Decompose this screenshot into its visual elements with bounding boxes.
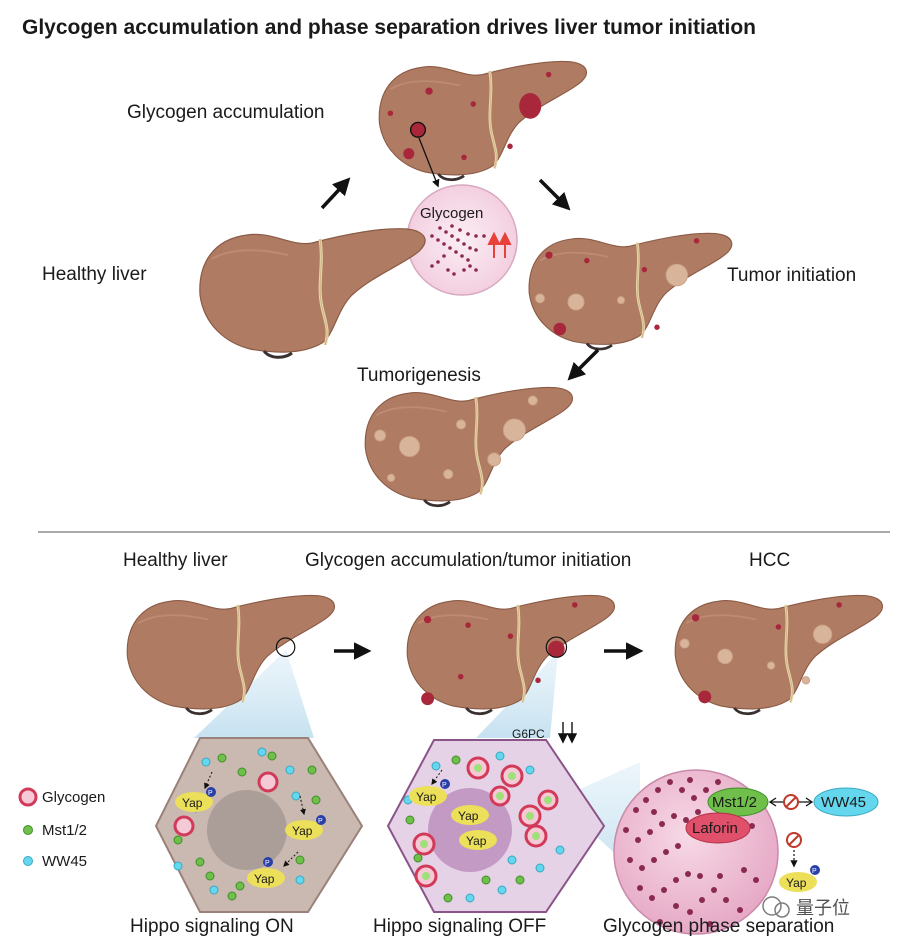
yap-phosphorylated: Yap P (779, 865, 820, 892)
glycogen-bubble: Glycogen (406, 184, 518, 296)
figure-title: Glycogen accumulation and phase separati… (22, 16, 756, 39)
tumorigenesis-nodules (374, 395, 538, 482)
liver-glycogen-accumulation (377, 60, 588, 182)
legend-glycogen-label: Glycogen (42, 789, 105, 806)
legend-mst-label: Mst1/2 (42, 822, 87, 839)
g6pc-label: G6PC (512, 727, 545, 741)
svg-text:Yap: Yap (254, 872, 275, 886)
glycogen-granules-cell2 (412, 756, 559, 888)
liver-tumor-initiation (527, 231, 734, 351)
laforin-pill: Laforin (685, 812, 751, 844)
stage-label-accumulation: Glycogen accumulation/tumor initiation (305, 550, 631, 571)
glycogen-chain-icon (430, 224, 486, 276)
legend-ww45-icon (23, 856, 33, 866)
svg-text:P: P (208, 790, 213, 797)
mst-pill: Mst1/2 (707, 787, 769, 817)
legend-glycogen-icon (18, 787, 38, 807)
svg-text:Yap: Yap (182, 796, 203, 810)
svg-text:P: P (442, 782, 447, 789)
svg-text:Laforin: Laforin (692, 820, 738, 837)
glycogen-bubble-label: Glycogen (420, 205, 483, 222)
yap-cell1-a: Yap P (175, 787, 216, 812)
phase-separation-circle: Mst1/2 Laforin (613, 769, 779, 935)
svg-text:Yap: Yap (466, 834, 487, 848)
arrow-initiation-to-tumorigenesis (567, 348, 600, 381)
yap-cell2-a: Yap P (409, 779, 450, 806)
stage-label-healthy: Healthy liver (123, 550, 228, 571)
caption-hippo-on: Hippo signaling ON (130, 916, 294, 937)
glycogen-granules-cell1 (173, 771, 279, 837)
glycogen-lesions (387, 71, 552, 161)
increase-arrows-icon (487, 231, 512, 258)
label-tumorigenesis: Tumorigenesis (357, 365, 481, 386)
watermark-text: 量子位 (796, 898, 850, 919)
svg-text:P: P (265, 860, 270, 867)
liver-tumorigenesis (363, 386, 574, 508)
svg-text:Yap: Yap (416, 790, 437, 804)
liver-accumulation-bottom (405, 594, 616, 716)
svg-text:P: P (318, 818, 323, 825)
label-tumor-initiation: Tumor initiation (727, 265, 856, 286)
caption-hippo-off: Hippo signaling OFF (373, 916, 546, 937)
arrow-healthy-to-accumulation (320, 177, 351, 210)
ww45-dots-cell2 (403, 751, 565, 903)
svg-text:Yap: Yap (458, 809, 479, 823)
decrease-arrows-icon (557, 722, 578, 744)
cell-hippo-off: Yap P Yap Yap (386, 739, 606, 913)
cell-hippo-on: Yap P Yap P Yap P (154, 737, 364, 913)
arrow-accumulation-to-initiation (538, 178, 571, 211)
liver-healthy (198, 227, 427, 359)
svg-text:Yap: Yap (786, 876, 807, 890)
tumor-initiation-lesions (545, 238, 700, 336)
svg-text:WW45: WW45 (821, 794, 866, 811)
svg-text:P: P (812, 868, 817, 875)
ww45-pill: WW45 (813, 787, 879, 817)
label-glycogen-accumulation: Glycogen accumulation (127, 102, 325, 123)
yap-cell2-c: Yap (459, 830, 497, 850)
yap-cell1-c: Yap P (247, 857, 285, 888)
legend: Glycogen Mst1/2 WW45 (18, 787, 105, 870)
svg-text:Mst1/2: Mst1/2 (712, 794, 757, 811)
liver-hcc-bottom (673, 594, 884, 716)
mst-dots-cell2 (405, 755, 525, 903)
legend-mst-icon (23, 825, 33, 835)
mst-dots-cell1 (173, 751, 321, 901)
yap-cell2-b: Yap (451, 805, 489, 825)
watermark: 量子位 (762, 896, 850, 919)
block-icon-1 (783, 794, 799, 810)
caption-phase-separation: Glycogen phase separation (603, 916, 834, 937)
yap-cell1-b: Yap P (285, 815, 326, 840)
zoom-beam-healthy (194, 650, 314, 738)
block-icon-2 (786, 832, 802, 848)
label-healthy-liver: Healthy liver (42, 264, 147, 285)
liver-healthy-bottom (125, 594, 336, 716)
svg-text:Yap: Yap (292, 824, 313, 838)
legend-ww45-label: WW45 (42, 853, 87, 870)
tumor-initiation-nodules (535, 263, 689, 311)
stage-label-hcc: HCC (749, 550, 790, 571)
